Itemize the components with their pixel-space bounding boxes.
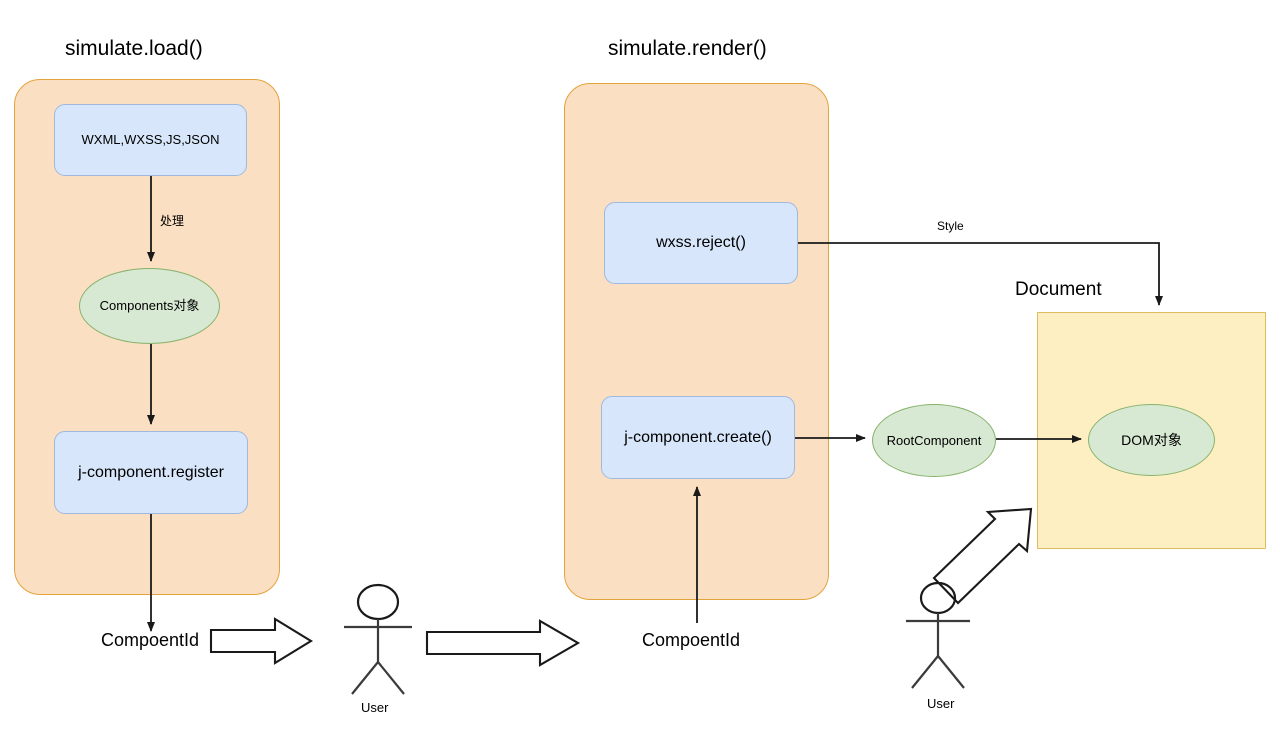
block-arrow-user-to-render	[425, 619, 581, 667]
wxml-wxss-js-json-box[interactable]: WXML,WXSS,JS,JSON	[54, 104, 247, 176]
j-component-create-box[interactable]: j-component.create()	[601, 396, 795, 479]
page-title-left: simulate.load()	[65, 37, 203, 60]
block-arrow-compoentid-to-user	[209, 617, 314, 665]
j-component-register-box[interactable]: j-component.register	[54, 431, 248, 514]
dom-object-label: DOM对象	[1121, 431, 1182, 448]
wxml-wxss-js-json-label: WXML,WXSS,JS,JSON	[81, 132, 220, 148]
block-arrow-user-to-document	[932, 507, 1033, 605]
root-component-ellipse[interactable]: RootComponent	[872, 404, 996, 477]
components-object-label: Components对象	[99, 298, 200, 314]
style-edge-label: Style	[937, 219, 964, 233]
process-edge-label: 处理	[160, 214, 185, 228]
simulate-render-panel	[564, 83, 829, 600]
components-object-ellipse[interactable]: Components对象	[79, 268, 220, 344]
wxss-reject-box[interactable]: wxss.reject()	[604, 202, 798, 284]
arrow-wxss-to-document	[798, 242, 1163, 306]
compoentid-label-right: CompoentId	[642, 630, 741, 650]
actor-right-label: User	[927, 696, 955, 711]
root-component-label: RootComponent	[886, 432, 982, 448]
actor-left-label: User	[361, 700, 389, 715]
actor-right-figure	[906, 581, 970, 689]
j-component-register-label: j-component.register	[78, 463, 224, 481]
j-component-create-label: j-component.create()	[624, 428, 772, 446]
document-title-label: Document	[1015, 279, 1102, 300]
wxss-reject-label: wxss.reject()	[656, 234, 746, 252]
page-title-right: simulate.render()	[608, 37, 767, 60]
compoentid-label-left: CompoentId	[101, 630, 200, 650]
dom-object-ellipse[interactable]: DOM对象	[1088, 404, 1215, 476]
actor-left-figure	[344, 583, 412, 695]
